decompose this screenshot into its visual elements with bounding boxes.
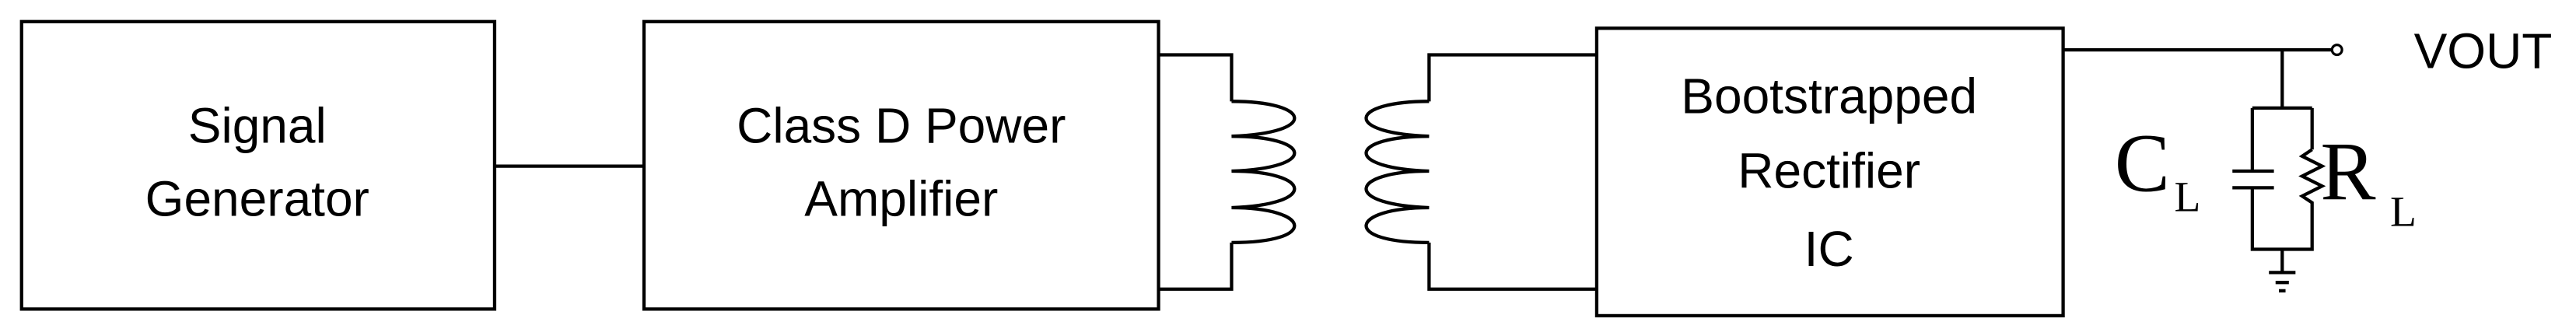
resistor-symbol: R [2320, 126, 2376, 218]
load-network [2232, 50, 2326, 292]
rectifier-label-2: Rectifier [1738, 142, 1920, 198]
resistor-icon [2298, 148, 2326, 208]
vout-label: VOUT [2414, 23, 2553, 79]
amplifier-label-1: Class D Power [737, 98, 1066, 154]
amplifier-block: Class D Power Amplifier [642, 19, 1160, 311]
rectifier-label-1: Bootstrapped [1681, 68, 1977, 124]
amplifier-label-2: Amplifier [804, 171, 998, 227]
signal-generator-label-2: Generator [145, 171, 369, 227]
signal-generator-block: Signal Generator [19, 19, 497, 311]
signal-generator-label-1: Signal [188, 98, 327, 154]
terminal-icon [2330, 44, 2343, 57]
transformer-icon [1158, 53, 1597, 291]
rectifier-label-3: IC [1804, 221, 1854, 277]
rectifier-block: Bootstrapped Rectifier IC [1594, 26, 2065, 318]
capacitor-icon [2232, 169, 2274, 190]
capacitor-symbol: C [2115, 118, 2170, 210]
ground-icon [2269, 249, 2296, 292]
resistor-subscript: L [2390, 189, 2417, 236]
capacitor-subscript: L [2175, 173, 2201, 221]
